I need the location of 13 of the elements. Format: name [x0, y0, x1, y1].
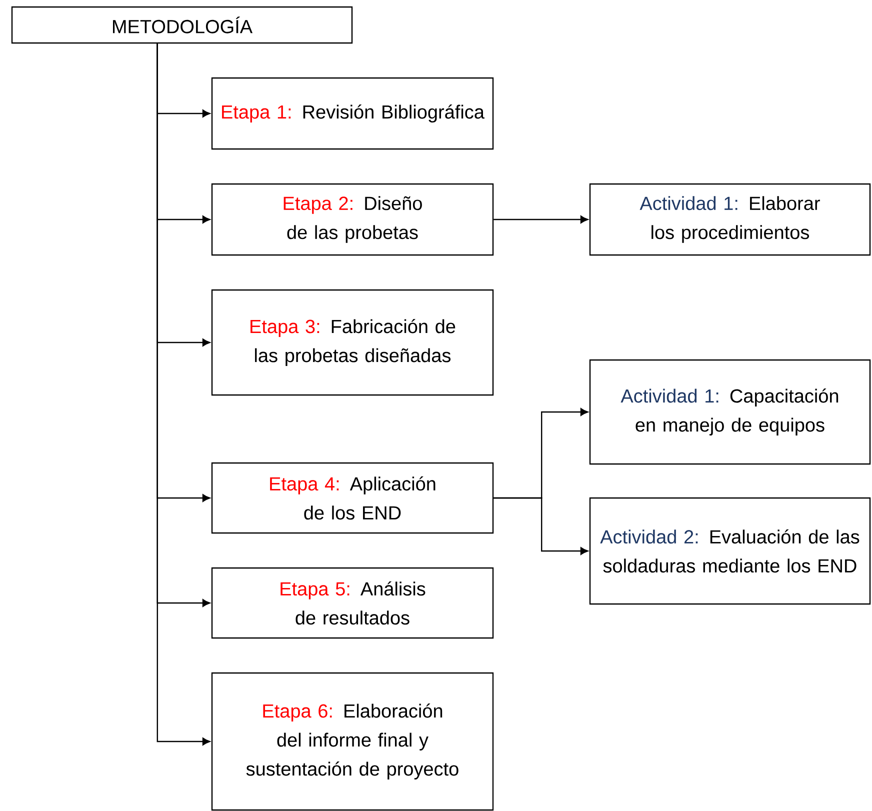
stage-box: Etapa 4: Aplicación de los END: [211, 462, 494, 534]
arrow: [494, 216, 588, 224]
stage-box: Etapa 2: Diseño de las probetas: [211, 183, 494, 256]
arrow: [156, 44, 210, 746]
stage-box: Etapa 6: Elaboración del informe final y sustentación de proyecto: [211, 672, 494, 811]
activity-box: Actividad 1: Capacitación en manejo de equipos: [589, 359, 871, 465]
stage-box: Etapa 5: Análisis de resultados: [211, 567, 494, 639]
arrow: [494, 497, 588, 555]
stage-box: Etapa 1: Revisión Bibliográfica: [211, 77, 494, 150]
stage-box: Etapa 3: Fabricación de las probetas diseñadas: [211, 289, 494, 396]
activity-box: Actividad 2: Evaluación de las soldaduras mediante los END: [589, 497, 871, 605]
activity-box: Actividad 1: Elaborar los procedimientos: [589, 183, 871, 256]
title-box: METODOLOGÍA: [11, 6, 353, 44]
